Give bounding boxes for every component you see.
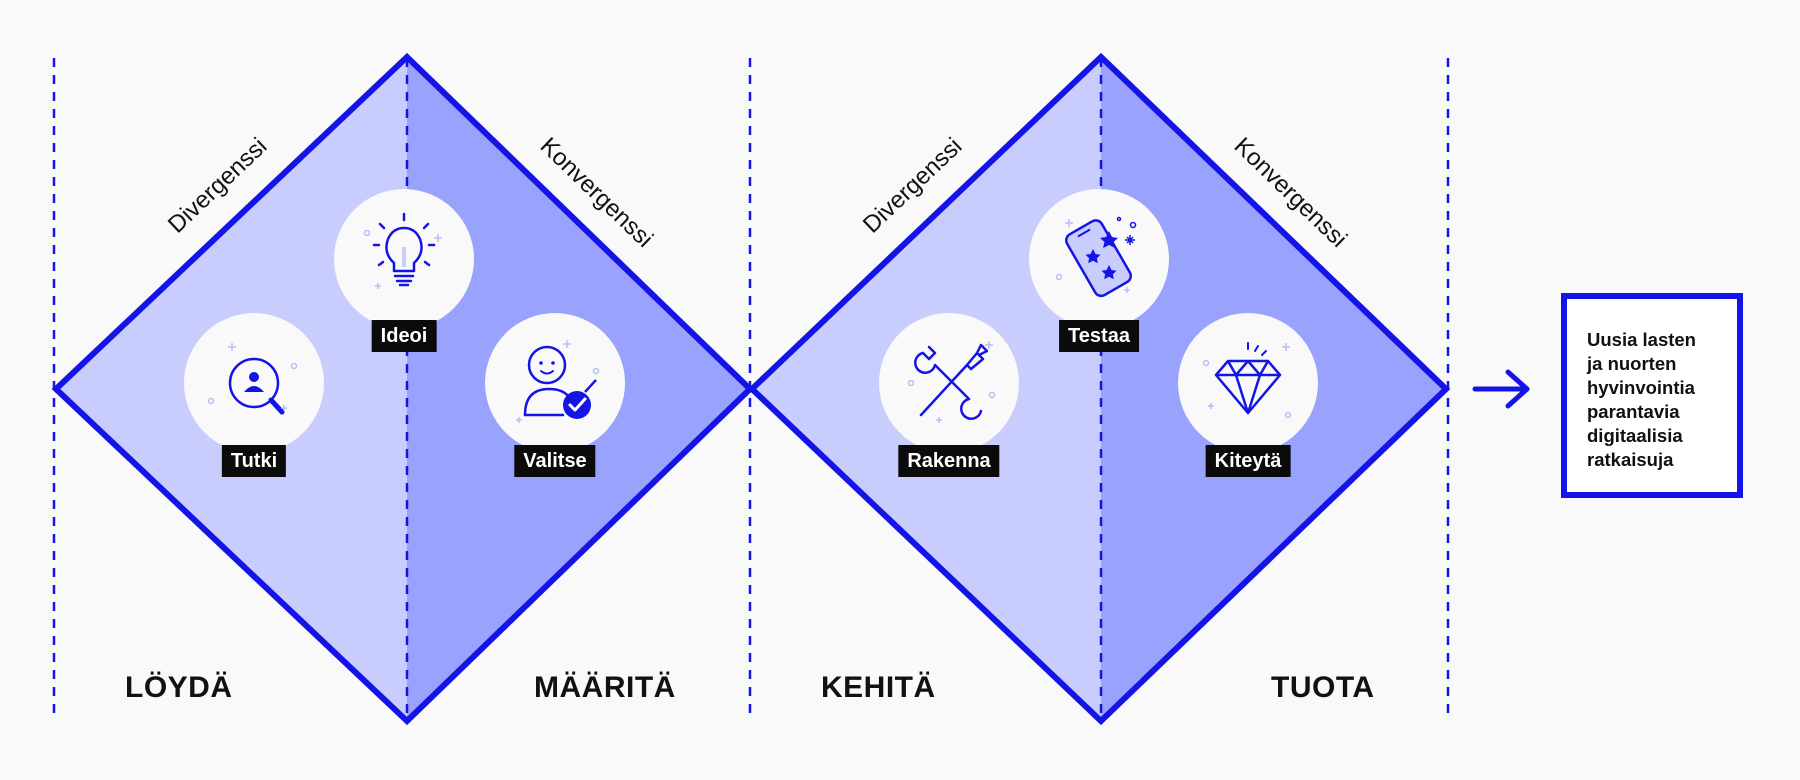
diamond-icon xyxy=(1202,342,1292,419)
step-label-rakenna: Rakenna xyxy=(898,445,1000,477)
output-text-line: ja nuorten xyxy=(1587,353,1677,374)
phone-stars-icon xyxy=(1055,216,1137,298)
phase-label-tuota: TUOTA xyxy=(1271,671,1375,704)
output-text-line: Uusia lasten xyxy=(1587,329,1696,350)
step-testaa-circle xyxy=(1029,189,1169,329)
step-kiteyta-circle xyxy=(1178,313,1318,453)
output-text-line: parantavia xyxy=(1587,401,1680,422)
phase-label-maarita: MÄÄRITÄ xyxy=(534,671,676,704)
arrow-right-icon xyxy=(1472,369,1530,409)
output-text-line: digitaalisia xyxy=(1587,425,1683,446)
step-ideoi-circle xyxy=(334,189,474,329)
diamond-2-outline xyxy=(747,52,1451,726)
step-label-ideoi: Ideoi xyxy=(371,320,437,352)
output-box: Uusia lasten ja nuorten hyvinvointia par… xyxy=(1561,293,1743,498)
search-person-icon xyxy=(207,343,298,415)
lightbulb-icon xyxy=(363,212,442,289)
person-check-icon xyxy=(516,340,600,423)
phase-label-loyda: LÖYDÄ xyxy=(125,671,233,704)
phase-label-kehita: KEHITÄ xyxy=(821,671,936,704)
output-text-line: ratkaisuja xyxy=(1587,449,1674,470)
step-label-valitse: Valitse xyxy=(514,445,596,477)
step-label-tutki: Tutki xyxy=(221,445,287,477)
step-label-testaa: Testaa xyxy=(1059,320,1139,352)
output-text-line: hyvinvointia xyxy=(1587,377,1695,398)
step-tutki-circle xyxy=(184,313,324,453)
step-rakenna-circle xyxy=(879,313,1019,453)
step-valitse-circle xyxy=(485,313,625,453)
tools-icon xyxy=(907,341,996,423)
step-label-kiteyta: Kiteytä xyxy=(1205,445,1291,477)
